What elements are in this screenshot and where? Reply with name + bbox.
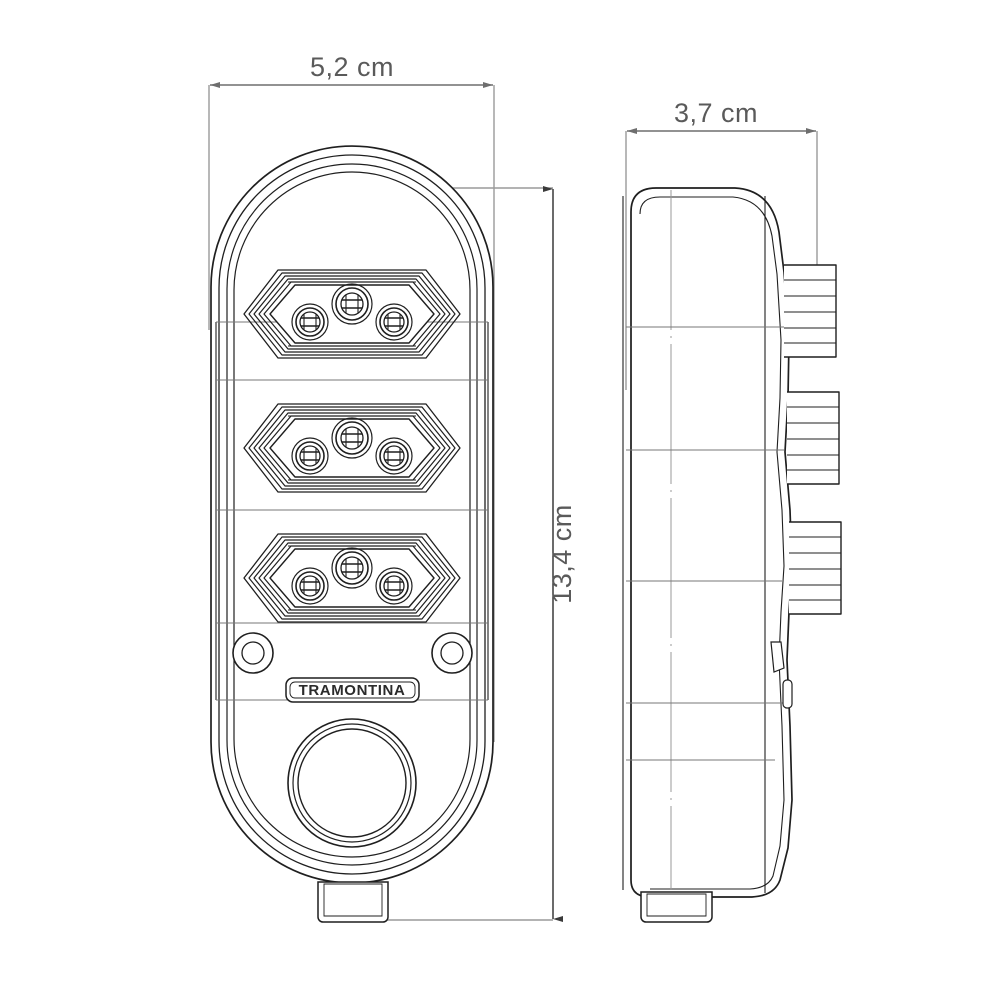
front-view: TRAMONTINA (210, 145, 494, 923)
cable-entry-ring (287, 718, 417, 848)
dimension-height: 13,4 cm (330, 186, 577, 922)
brand-plate-border (285, 677, 420, 703)
side-body-outline-inner (639, 196, 785, 890)
dimension-depth: 3,7 cm (625, 98, 818, 390)
height-dimension-label: 13,4 cm (547, 504, 577, 604)
side-body-outline (630, 187, 793, 898)
screw-hole-left (232, 632, 274, 674)
side-bottom-tab (640, 891, 713, 923)
front-body-outline-inner-1 (218, 154, 486, 875)
dimension-width: 5,2 cm (208, 52, 495, 742)
front-body-outline-inner-3 (233, 171, 471, 858)
brand-plate-border-inner (289, 681, 416, 699)
brand-plate: TRAMONTINA (285, 677, 420, 703)
front-bottom-tab (317, 881, 389, 923)
brand-label: TRAMONTINA (299, 682, 406, 699)
screw-hole-right (431, 632, 473, 674)
depth-dimension-label: 3,7 cm (674, 98, 758, 128)
side-view (622, 187, 842, 923)
side-outlet-block-1 (783, 264, 837, 358)
width-dimension-label: 5,2 cm (310, 52, 394, 82)
side-latch-detail (770, 641, 793, 709)
side-outlet-block-3 (788, 521, 842, 615)
front-body-outline (210, 145, 494, 884)
side-outlet-block-2 (786, 391, 840, 485)
front-body-outline-inner-2 (226, 163, 478, 866)
